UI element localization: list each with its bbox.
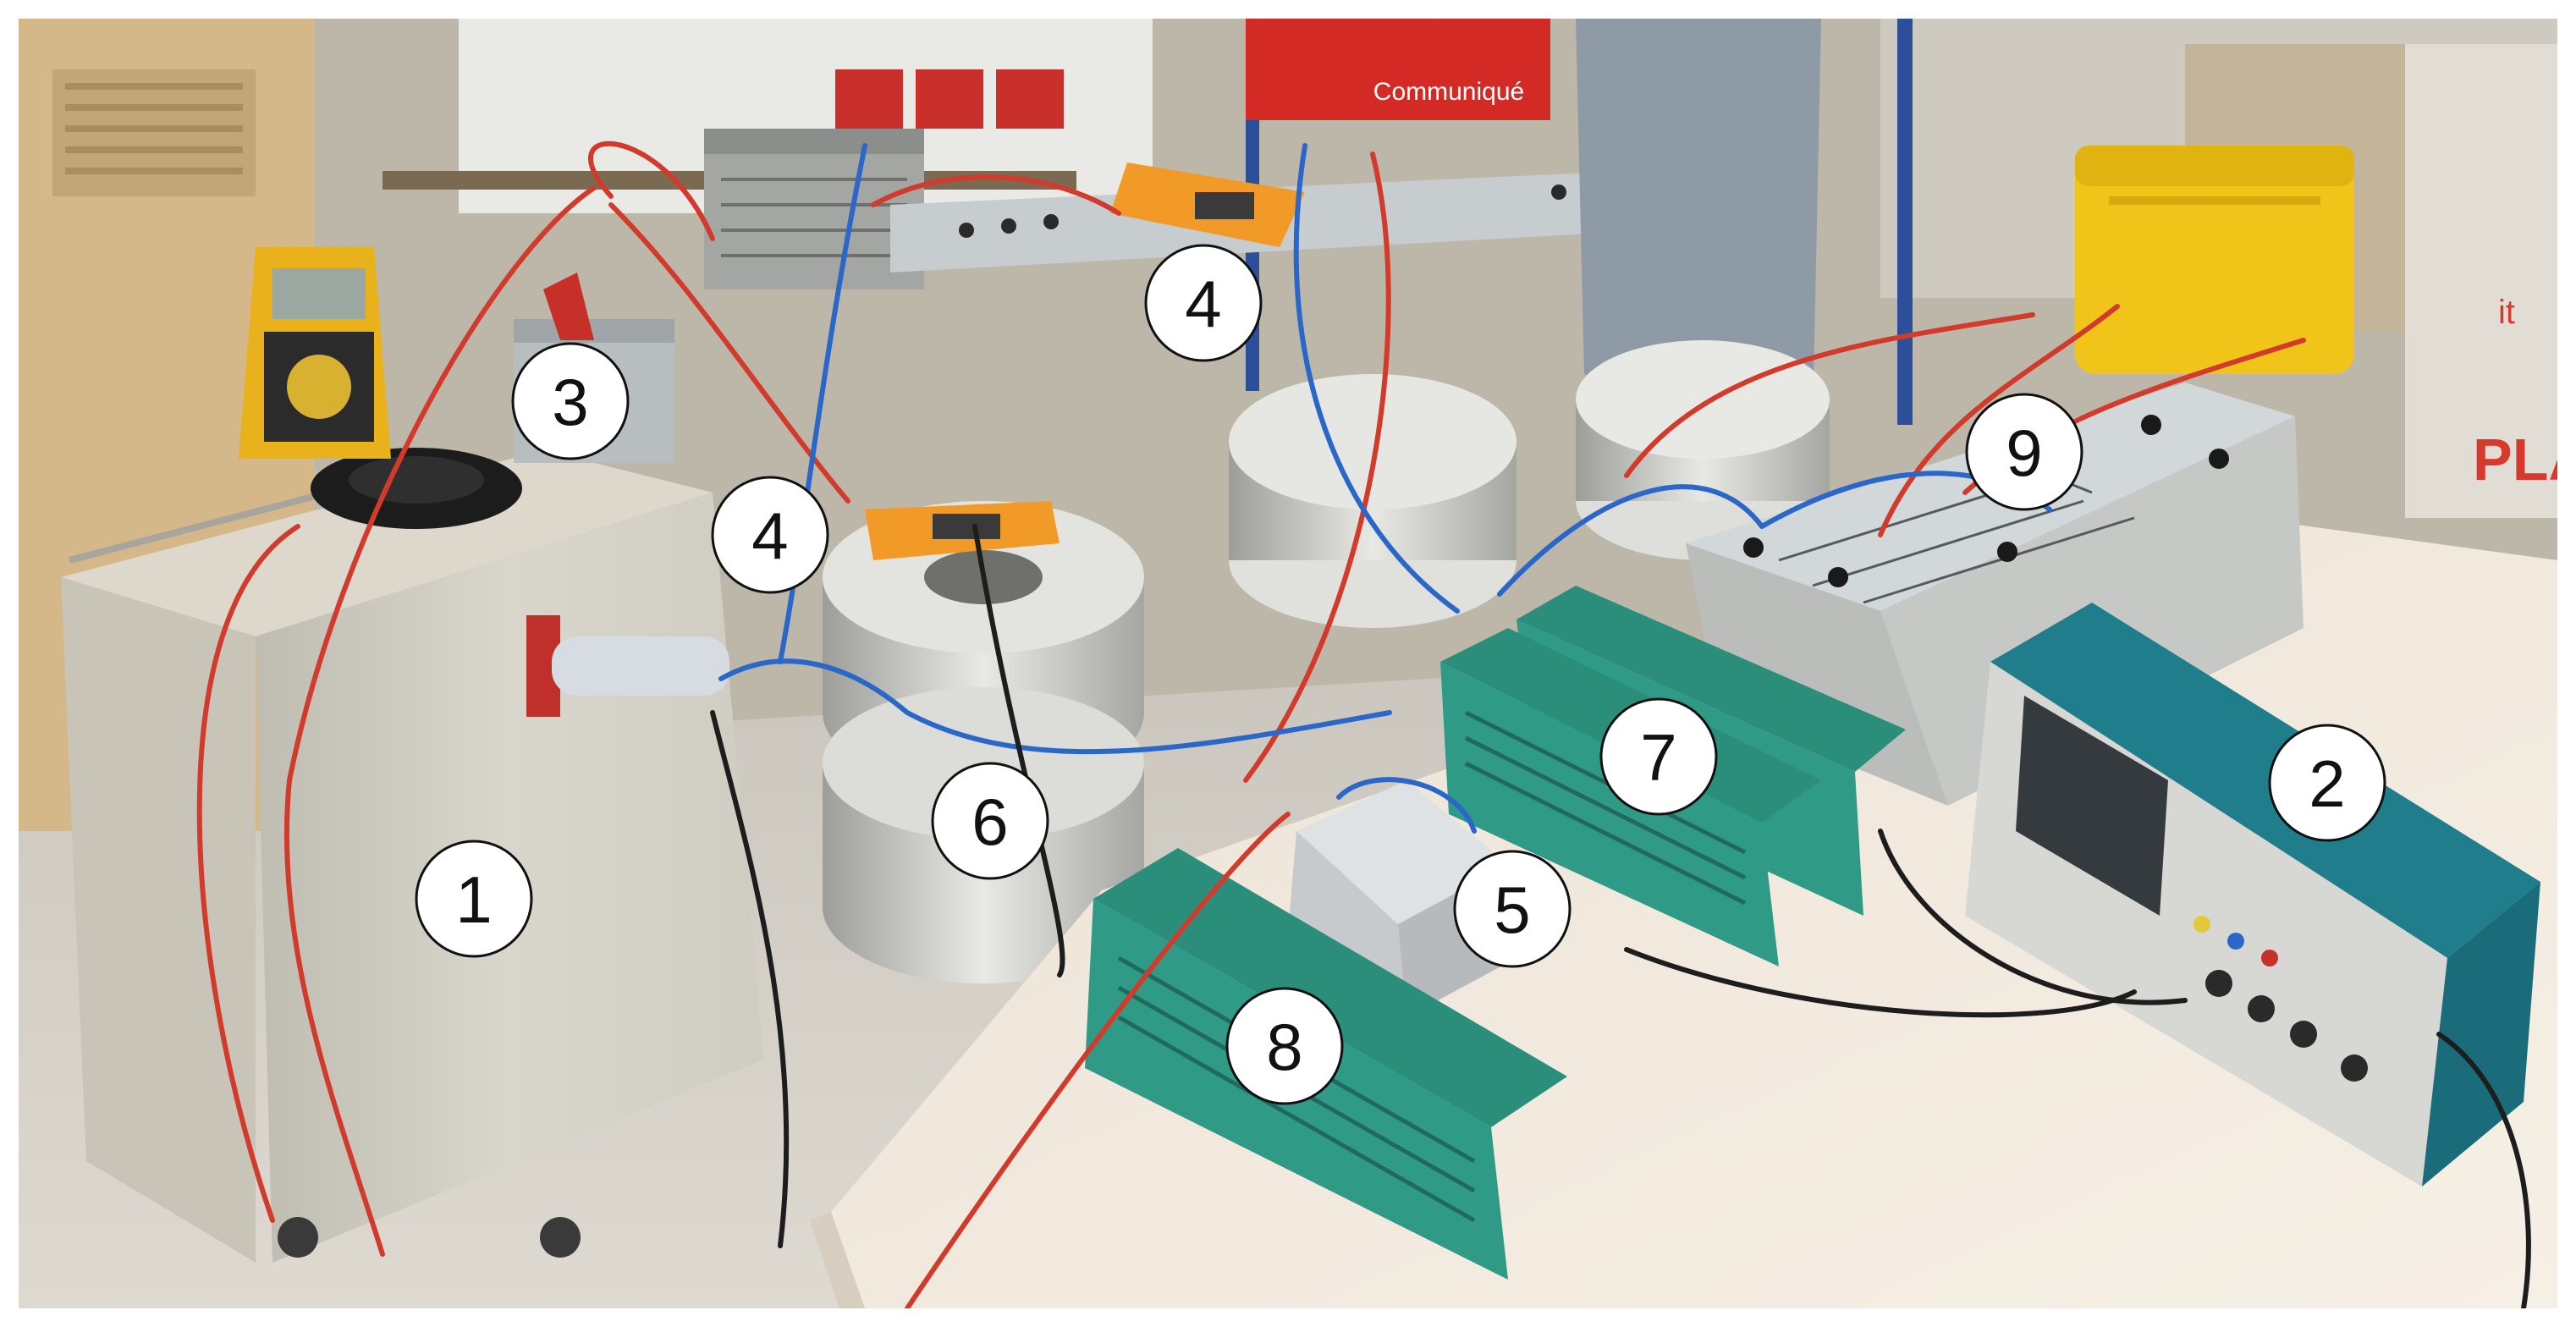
marker-2-label: 2 <box>2309 746 2345 821</box>
marker-4a: 4 <box>1144 244 1263 362</box>
clamp-meter-top <box>1110 162 1305 247</box>
red-sign-text: Communiqué <box>1373 78 1524 106</box>
marker-1-label: 1 <box>455 862 492 937</box>
red-sign <box>1246 19 1550 120</box>
marker-5-label: 5 <box>1494 873 1530 947</box>
marker-8-label: 8 <box>1266 1010 1302 1084</box>
marker-9: 9 <box>1965 393 2083 511</box>
marker-4b: 4 <box>711 476 829 594</box>
marker-4a-label: 4 <box>1185 267 1221 341</box>
marker-7: 7 <box>1599 697 1718 816</box>
oscilloscope <box>1965 603 2540 1187</box>
marker-3: 3 <box>511 342 630 460</box>
clamp-meter-middle <box>865 501 1060 560</box>
lab-photo-illustration: Communiqué it PLA <box>19 19 2557 1308</box>
marker-4b-label: 4 <box>751 498 788 573</box>
marker-6-label: 6 <box>972 785 1008 859</box>
lab-photo: Communiqué it PLA <box>19 19 2557 1308</box>
digital-multimeter <box>239 247 391 459</box>
shelf-post <box>1897 19 1913 425</box>
power-supply-unit <box>704 129 924 289</box>
marker-7-label: 7 <box>1640 720 1676 795</box>
marker-2: 2 <box>2268 724 2386 842</box>
marker-8: 8 <box>1225 987 1344 1105</box>
marker-6: 6 <box>931 762 1049 880</box>
cardboard-box <box>2405 44 2557 518</box>
marker-3-label: 3 <box>552 365 588 439</box>
yellow-case <box>2075 146 2354 374</box>
marker-5: 5 <box>1453 850 1571 968</box>
table-edge <box>810 1212 865 1308</box>
box-text-small: it <box>2498 294 2515 331</box>
marker-9-label: 9 <box>2006 416 2042 490</box>
red-contactors <box>835 69 1064 129</box>
red-cables <box>196 140 2306 1308</box>
box-text: PLA <box>2473 427 2557 493</box>
hanging-cloth <box>1576 19 1821 425</box>
marker-1: 1 <box>415 840 533 958</box>
